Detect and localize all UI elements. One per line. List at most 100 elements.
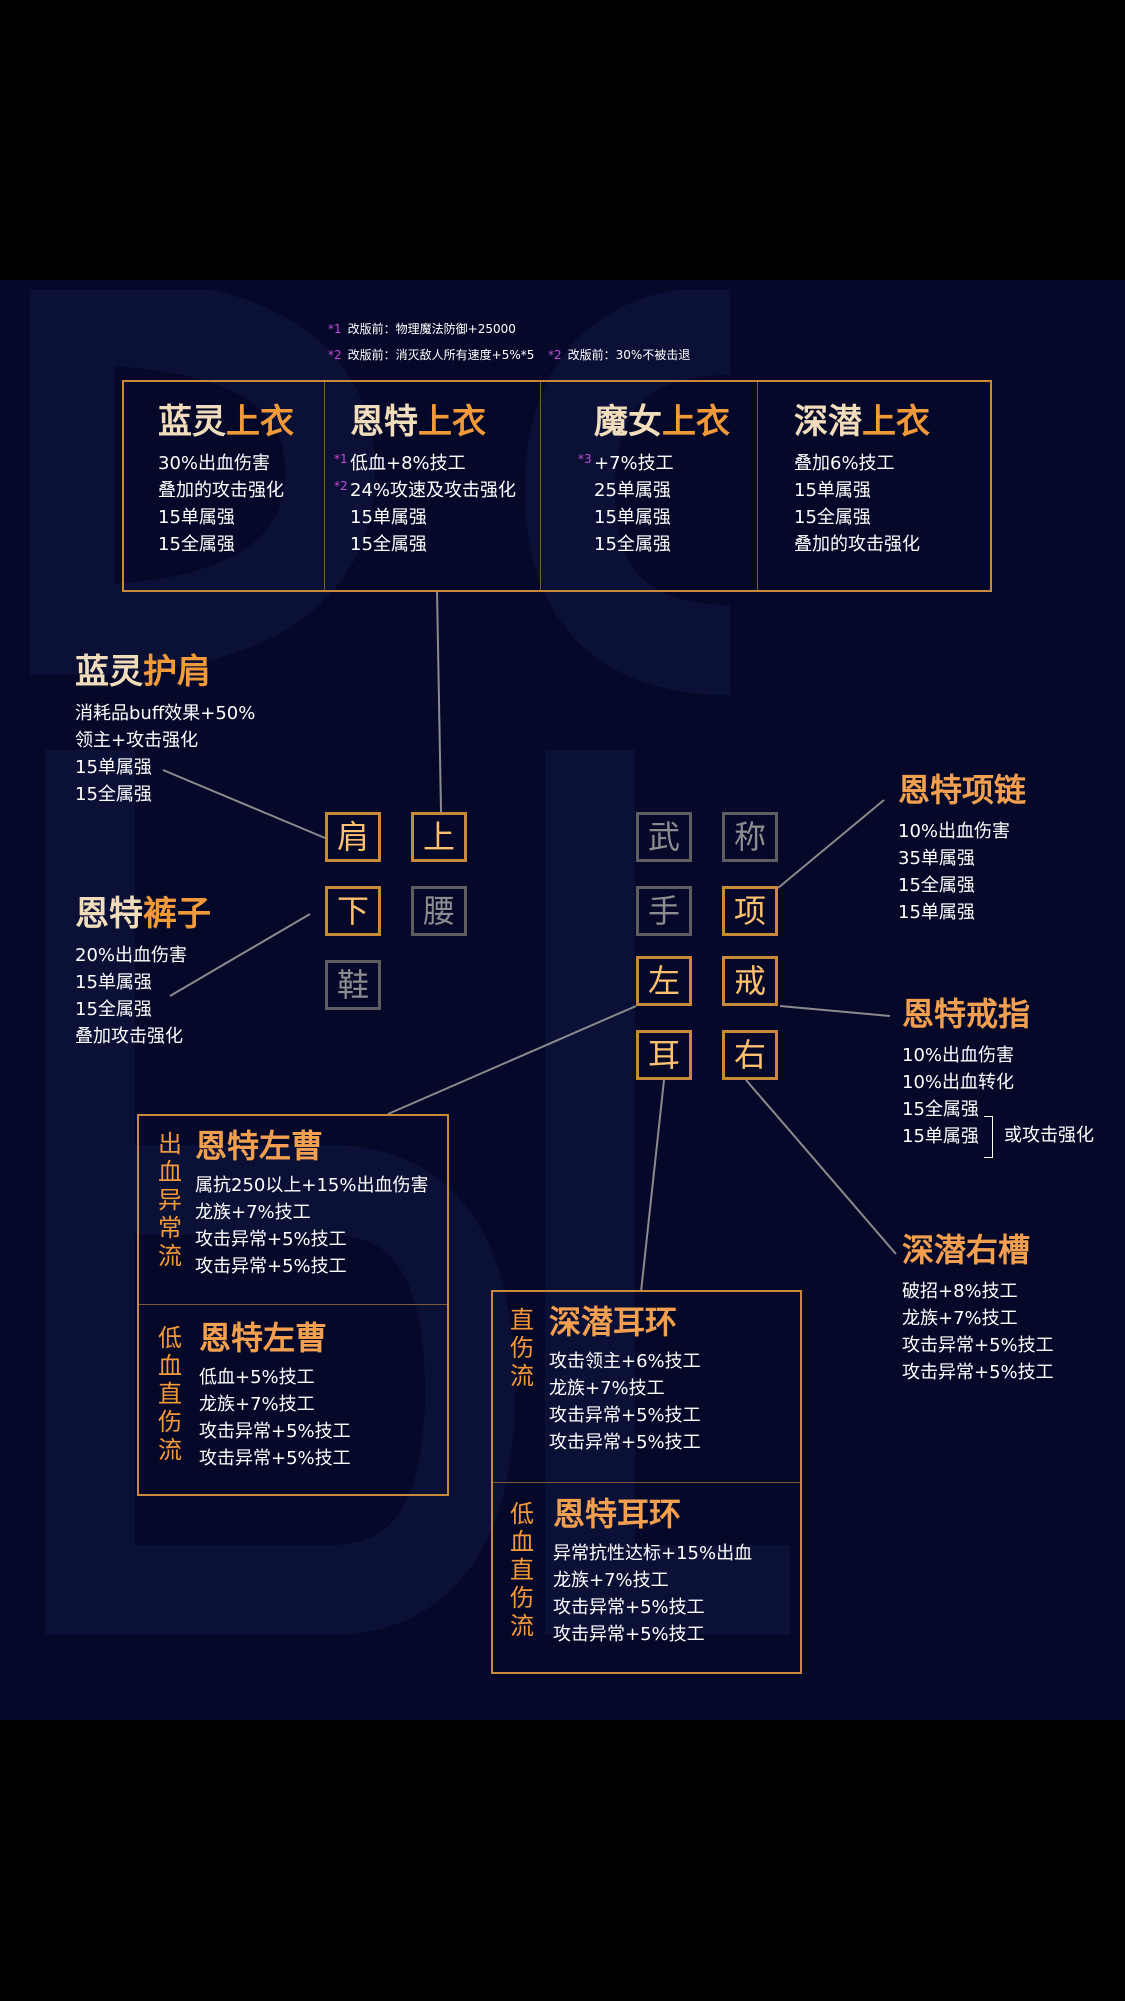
stat-line: 龙族+7%技工 — [902, 1308, 1018, 1329]
stat-line: 龙族+7%技工 — [199, 1394, 315, 1415]
stat-line: 龙族+7%技工 — [549, 1378, 665, 1399]
stat-line: 低血+5%技工 — [199, 1367, 315, 1388]
stat-line: 30%出血伤害 — [158, 453, 271, 474]
top-card-shenqian: 深潜上衣 叠加6%技工 15单属强 15全属强 叠加的攻击强化 — [794, 402, 930, 558]
slot-shoulder[interactable]: 肩 — [325, 812, 381, 862]
right-slot-card: 深潜右槽 破招+8%技工 龙族+7%技工 攻击异常+5%技工 攻击异常+5%技工 — [902, 1230, 1054, 1386]
divider — [540, 382, 541, 590]
left-build-2: 恩特左曹 低血+5%技工 龙族+7%技工 攻击异常+5%技工 攻击异常+5%技工 — [199, 1318, 351, 1472]
necklace-title: 恩特项链 — [898, 771, 1027, 809]
divider — [324, 382, 325, 590]
stat-line: 攻击异常+5%技工 — [549, 1405, 701, 1426]
stat-line: 15全属强 — [158, 534, 235, 555]
ear-build-label-2: 低血直伤流 — [510, 1500, 534, 1640]
top-title-shenqian: 深潜上衣 — [794, 402, 930, 442]
stat-line: 叠加的攻击强化 — [158, 480, 284, 501]
stat-line: 叠加攻击强化 — [75, 1026, 183, 1047]
slot-ear[interactable]: 耳 — [636, 1030, 692, 1080]
stat-line: 15单属强 — [75, 972, 152, 993]
left-slot-box: 出血异常流 恩特左曹 属抗250以上+15%出血伤害 龙族+7%技工 攻击异常+… — [137, 1114, 449, 1496]
left-build-1: 恩特左曹 属抗250以上+15%出血伤害 龙族+7%技工 攻击异常+5%技工 攻… — [195, 1126, 428, 1280]
ear-box: 直伤流 深潜耳环 攻击领主+6%技工 龙族+7%技工 攻击异常+5%技工 攻击异… — [491, 1290, 802, 1674]
stat-line: 攻击异常+5%技工 — [553, 1624, 705, 1645]
slot-weapon[interactable]: 武 — [636, 812, 692, 862]
ear-build-label-1: 直伤流 — [510, 1306, 534, 1390]
stat-line: 龙族+7%技工 — [553, 1570, 669, 1591]
stat-line: 消耗品buff效果+50% — [75, 703, 256, 724]
left-build-title-2: 恩特左曹 — [199, 1319, 328, 1357]
shoulder-card: 蓝灵护肩 消耗品buff效果+50% 领主+攻击强化 15单属强 15全属强 — [75, 652, 255, 808]
stat-line: *3+7%技工 — [578, 452, 674, 474]
stat-line: 15全属强 — [75, 784, 152, 805]
top-title-ente: 恩特上衣 — [350, 402, 486, 442]
background-watermark — [30, 290, 790, 1635]
stat-line: 15全属强 — [898, 875, 975, 896]
divider — [493, 1482, 800, 1483]
stat-line: 攻击异常+5%技工 — [553, 1597, 705, 1618]
stat-line: 叠加的攻击强化 — [794, 534, 920, 555]
stat-line: 15全属强 — [594, 534, 671, 555]
stat-line: 攻击异常+5%技工 — [199, 1421, 351, 1442]
stat-line: 15单属强 — [898, 902, 975, 923]
top-title-monv: 魔女上衣 — [594, 402, 730, 442]
connector-lines — [162, 589, 897, 1293]
stat-line: 15单属强 — [594, 507, 671, 528]
stat-line: 15单属强 — [350, 507, 427, 528]
ear-build-title-2: 恩特耳环 — [553, 1495, 682, 1533]
ring-alt-text: 或攻击强化 — [1004, 1125, 1094, 1146]
slot-shoes[interactable]: 鞋 — [325, 960, 381, 1010]
slot-bottom[interactable]: 下 — [325, 886, 381, 936]
stat-line: 龙族+7%技工 — [195, 1202, 311, 1223]
left-build-label-1: 出血异常流 — [158, 1130, 182, 1270]
stat-line: 攻击领主+6%技工 — [549, 1351, 701, 1372]
necklace-card: 恩特项链 10%出血伤害 35单属强 15全属强 15单属强 — [898, 770, 1026, 926]
stat-line: 15全属强 — [350, 534, 427, 555]
pants-card: 恩特裤子 20%出血伤害 15单属强 15全属强 叠加攻击强化 — [75, 894, 211, 1050]
stat-line: 10%出血伤害 — [902, 1045, 1015, 1066]
top-card-monv: 魔女上衣 *3+7%技工 25单属强 15单属强 15全属强 — [578, 402, 730, 558]
stat-line: 15单属强 — [158, 507, 235, 528]
stat-line: 15单属强 — [794, 480, 871, 501]
ring-bracket — [984, 1116, 993, 1158]
slot-glove[interactable]: 手 — [636, 886, 692, 936]
stat-line: 攻击异常+5%技工 — [902, 1335, 1054, 1356]
ring-title: 恩特戒指 — [902, 995, 1031, 1033]
slot-top[interactable]: 上 — [411, 812, 467, 862]
slot-title[interactable]: 称 — [722, 812, 778, 862]
shoulder-title: 蓝灵护肩 — [75, 652, 211, 692]
stat-line: 15全属强 — [75, 999, 152, 1020]
stat-line: 攻击异常+5%技工 — [902, 1362, 1054, 1383]
pants-title: 恩特裤子 — [75, 894, 211, 934]
stat-line: 异常抗性达标+15%出血 — [553, 1543, 753, 1564]
stat-line: 15全属强 — [902, 1099, 979, 1120]
slot-left[interactable]: 左 — [636, 956, 692, 1006]
stat-line: 10%出血转化 — [902, 1072, 1015, 1093]
ear-build-title-1: 深潜耳环 — [549, 1303, 678, 1341]
slot-necklace[interactable]: 项 — [722, 886, 778, 936]
ear-build-2: 恩特耳环 异常抗性达标+15%出血 龙族+7%技工 攻击异常+5%技工 攻击异常… — [553, 1494, 752, 1648]
left-build-title-1: 恩特左曹 — [195, 1127, 324, 1165]
stat-line: 攻击异常+5%技工 — [199, 1448, 351, 1469]
stat-line: 攻击异常+5%技工 — [195, 1256, 347, 1277]
stat-line: 20%出血伤害 — [75, 945, 188, 966]
stat-line: 攻击异常+5%技工 — [195, 1229, 347, 1250]
top-card-lanling: 蓝灵上衣 30%出血伤害 叠加的攻击强化 15单属强 15全属强 — [158, 402, 294, 558]
stat-line: 15单属强 — [75, 757, 152, 778]
stat-line: 攻击异常+5%技工 — [549, 1432, 701, 1453]
ear-build-1: 深潜耳环 攻击领主+6%技工 龙族+7%技工 攻击异常+5%技工 攻击异常+5%… — [549, 1302, 701, 1456]
stat-line: 属抗250以上+15%出血伤害 — [195, 1175, 429, 1196]
tops-box: 蓝灵上衣 30%出血伤害 叠加的攻击强化 15单属强 15全属强 恩特上衣 *1… — [122, 380, 992, 592]
slot-ring[interactable]: 戒 — [722, 956, 778, 1006]
left-build-label-2: 低血直伤流 — [158, 1324, 182, 1464]
slot-right[interactable]: 右 — [722, 1030, 778, 1080]
stat-line: 领主+攻击强化 — [75, 730, 199, 751]
slot-belt[interactable]: 腰 — [411, 886, 467, 936]
ring-card: 恩特戒指 10%出血伤害 10%出血转化 15全属强 15单属强 — [902, 994, 1030, 1150]
stat-line: 35单属强 — [898, 848, 975, 869]
